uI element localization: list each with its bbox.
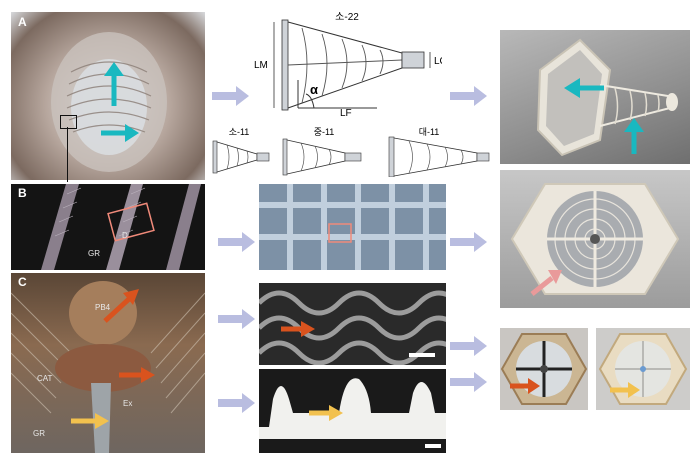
photo-b-mesh [259,184,446,270]
panel-a-label: A [18,15,27,29]
tag-ex: Ex [123,399,133,408]
flow-arrow [450,86,487,106]
panel-c-label: C [18,275,27,289]
tag-cat: CAT [37,374,53,383]
scale-bar [409,353,435,357]
flow-arrow [450,372,487,392]
ridge-illustration [259,378,446,448]
cone-diagram-large: 소-22 LM LC α LF [254,11,442,118]
insert-2-illustration [598,333,688,405]
tag-gr: GR [88,249,100,258]
photo-b-gill-rakers: B D GR [11,184,205,270]
photo-c-ridge [259,369,446,453]
photo-c-tissue: C PB4 CAT Ex GR [11,273,205,453]
photo-printed-cone-side [500,30,690,164]
hexagon-front-illustration [510,183,680,296]
photo-c-insert-2 [596,328,690,410]
flow-arrow [218,309,255,329]
flow-arrow [212,86,249,106]
cone-variant-large: 대-11 [388,127,490,177]
lf-label: LF [340,108,352,118]
cyan-arrow-right [101,124,139,142]
cone-diagram-title: 소-22 [335,11,359,23]
flow-arrow [218,393,255,413]
insert-1-illustration [500,333,588,405]
photo-c-insert-1 [500,328,588,410]
zoom-box [60,115,77,129]
cone-variant-small: 소-11 [212,127,270,174]
flow-arrow [450,336,487,356]
cone-variant-medium: 중-11 [282,127,362,176]
tag-pb4: PB4 [95,303,111,312]
cyan-arrow-up [104,62,124,106]
lc-label: LC [434,56,442,67]
tag-gr-c: GR [33,429,45,438]
variant-medium-label: 중-11 [314,127,335,137]
woven-illustration [259,290,446,365]
variant-small-label: 소-11 [229,127,250,137]
panel-b-label: B [18,186,27,200]
alpha-label: α [310,82,318,97]
mesh-illustration [259,184,446,270]
tag-d: D [122,231,128,240]
zoom-connector [67,127,68,182]
tissue-illustration [11,281,205,453]
scale-bar [425,444,441,448]
lm-label: LM [254,60,268,71]
photo-printed-cone-front [500,170,690,308]
photo-a-mouth: A [11,12,205,180]
flow-arrow [450,232,487,252]
photo-c-woven [259,283,446,365]
variant-large-label: 대-11 [419,127,440,137]
cone-variants-row: 소-11 중-11 대-11 [212,127,490,177]
flow-arrow [218,232,255,252]
gill-raker-illustration [41,184,201,270]
printed-cone-illustration [536,38,678,157]
